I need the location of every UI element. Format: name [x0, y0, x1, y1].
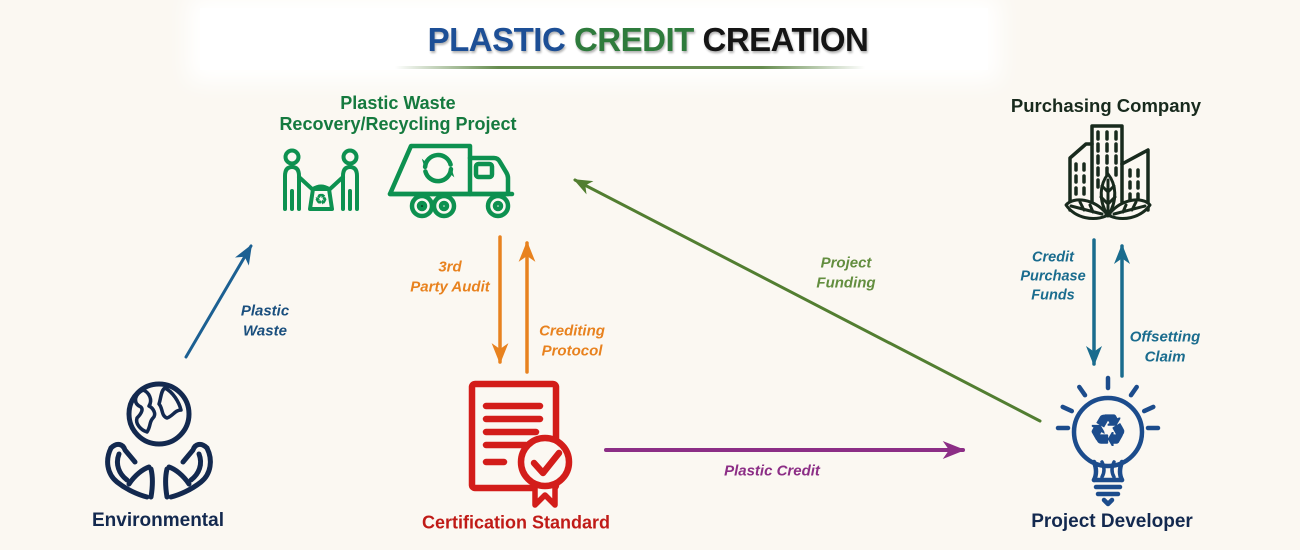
title-word-creation: CREATION	[702, 21, 869, 58]
title-background-band	[200, 8, 988, 70]
garbage-truck-icon	[387, 143, 515, 219]
title-underline	[395, 66, 865, 69]
hands-globe-icon	[105, 381, 213, 500]
title-word-plastic: PLASTIC	[427, 21, 566, 58]
arrow-plastic-waste	[184, 244, 253, 359]
offsetting-claim-arrow-label: Offsetting Claim	[1129, 328, 1201, 366]
third-party-audit-arrow-label: 3rd Party Audit	[410, 258, 490, 296]
title-word-credit: CREDIT	[573, 21, 694, 58]
bag-recycle-glyph: ♻	[315, 191, 328, 207]
purchasing-company-label: Purchasing Company	[1010, 95, 1202, 117]
recycling-project-label: Plastic Waste Recovery/Recycling Project	[279, 92, 517, 134]
environmental-label: Environmental	[92, 509, 224, 531]
plastic-waste-arrow-label: Plastic Waste	[240, 302, 290, 340]
bulb-recycle-glyph: ♻	[1089, 407, 1127, 454]
certificate-icon	[468, 380, 573, 508]
crediting-protocol-arrow-label: Crediting Protocol	[539, 322, 605, 360]
buildings-leaf-icon	[1064, 124, 1152, 220]
project-funding-arrow-label: Project Funding	[816, 254, 876, 292]
certification-standard-label: Certification Standard	[421, 512, 611, 533]
credit-purchase-funds-arrow-label: Credit Purchase Funds	[1020, 249, 1086, 304]
project-developer-label: Project Developer	[1031, 510, 1193, 532]
plastic-credit-arrow-label: Plastic Credit	[724, 462, 820, 480]
lightbulb-recycle-icon: ♻	[1055, 375, 1161, 507]
page-title: PLASTIC CREDIT CREATION	[428, 21, 869, 59]
arrow-project-funding	[573, 178, 1042, 423]
people-recycling-icon: ♻	[283, 148, 359, 211]
